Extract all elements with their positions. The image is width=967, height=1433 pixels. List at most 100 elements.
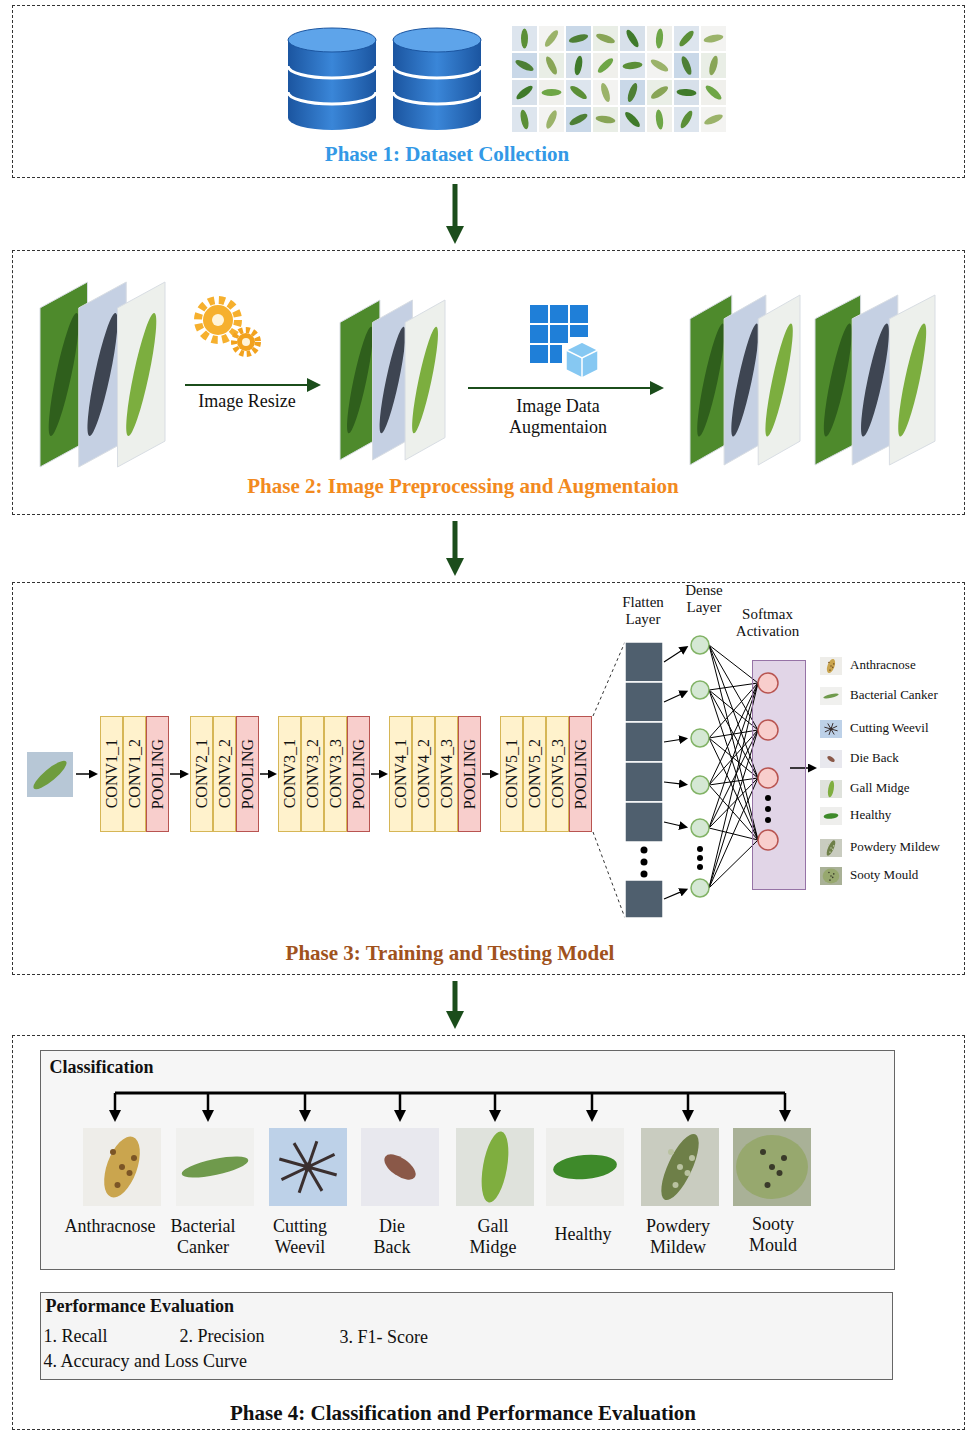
database-icon xyxy=(393,92,481,104)
leaf-photo xyxy=(820,687,842,705)
gear-icon xyxy=(242,338,250,346)
ellipsis-dot xyxy=(641,847,648,854)
conv-layer: CONV4_2 xyxy=(412,716,435,832)
panel-ground xyxy=(40,1050,895,1270)
dataset-thumbnail xyxy=(647,80,672,105)
leaf-photo xyxy=(176,1128,254,1206)
leaf-photo xyxy=(456,1128,534,1206)
database-icon xyxy=(393,40,481,130)
layer-arrow xyxy=(170,773,180,775)
disease-spot xyxy=(673,1182,679,1188)
dataset-thumbnail xyxy=(647,26,672,51)
augmentation-icon xyxy=(550,345,562,363)
class-caption: Anthracnose xyxy=(50,1216,170,1237)
disease-spot xyxy=(769,1164,775,1170)
dense-link xyxy=(709,683,758,690)
output-arrow xyxy=(790,767,809,769)
leaf-shape xyxy=(624,28,641,49)
dense-neuron xyxy=(691,681,709,699)
layer-name: CONV4_2 xyxy=(415,739,433,808)
augmentation-icon xyxy=(566,350,598,358)
disease-spot xyxy=(828,844,830,846)
layer-name: CONV5_2 xyxy=(526,739,544,808)
leaf-shape xyxy=(541,89,561,96)
leaf-photo xyxy=(820,807,842,825)
augmentation-icon xyxy=(530,325,548,343)
leaf-shape xyxy=(825,658,837,674)
augmentation-icon xyxy=(550,325,568,343)
disease-spot xyxy=(829,851,831,853)
ellipsis-dot xyxy=(697,864,703,870)
leaf-shape xyxy=(407,325,442,434)
dense-link xyxy=(709,645,758,730)
ellipsis-dot xyxy=(641,859,648,866)
dense-neuron xyxy=(691,636,709,654)
dataset-thumbnail xyxy=(701,80,726,105)
dense-link xyxy=(709,730,758,888)
disease-spot xyxy=(830,847,832,849)
class-name: Gall Midge xyxy=(850,781,910,796)
ellipsis-dot xyxy=(765,817,771,823)
layer-arrow xyxy=(76,773,90,775)
pooling-layer: POOLING xyxy=(236,716,259,832)
flatten-cell xyxy=(625,642,663,682)
leaf-shape xyxy=(626,82,639,103)
ellipsis-dot xyxy=(765,806,771,812)
augmentation-icon xyxy=(530,305,548,323)
disease-spot xyxy=(110,1149,116,1155)
disease-spot xyxy=(765,1182,771,1188)
leaf-photo xyxy=(361,1128,439,1206)
layer-arrow xyxy=(371,773,379,775)
disease-spot xyxy=(833,663,835,665)
step-label: Image Resize xyxy=(177,391,317,412)
leaf-shape xyxy=(477,1129,513,1204)
dataset-thumbnail xyxy=(674,80,699,105)
class-caption: Bacterial Canker xyxy=(163,1216,243,1257)
tree-arrow xyxy=(304,1093,307,1111)
gear-icon xyxy=(198,300,238,340)
database-icon xyxy=(288,40,376,130)
gear-icon xyxy=(237,333,255,351)
input-image xyxy=(27,752,73,797)
leaf-shape xyxy=(856,322,894,438)
leaf-shape xyxy=(680,55,694,76)
class-caption: Die Back xyxy=(370,1216,415,1257)
disease-spot xyxy=(828,872,830,874)
disease-spot xyxy=(119,1164,125,1170)
augmentation-icon xyxy=(530,345,548,363)
conv-layer: CONV2_2 xyxy=(213,716,236,832)
dataset-thumbnail xyxy=(701,53,726,78)
dense-link xyxy=(709,683,758,828)
layer-name: CONV2_2 xyxy=(216,739,234,808)
disease-spot xyxy=(833,845,835,847)
phase-title: Phase 3: Training and Testing Model xyxy=(286,941,615,965)
leaf-shape xyxy=(543,28,561,48)
class-caption: Sooty Mould xyxy=(743,1214,803,1255)
conv-layer: CONV3_3 xyxy=(324,716,347,832)
flatten-cell xyxy=(625,682,663,722)
leaf-shape xyxy=(826,755,835,763)
leaf-shape xyxy=(180,1152,250,1182)
metric-item: 4. Accuracy and Loss Curve xyxy=(44,1351,247,1372)
layer-name: Softmax Activation xyxy=(726,606,810,641)
database-icon xyxy=(288,28,376,52)
phase-panel: Phase 3: Training and Testing ModelCONV1… xyxy=(12,582,965,975)
tree-arrow xyxy=(114,1093,117,1111)
leaf-shape xyxy=(573,55,583,76)
phase-panel: Phase 2: Image Preprocessing and Augment… xyxy=(12,250,965,515)
leaf-shape xyxy=(595,114,616,124)
dense-arrow xyxy=(664,822,680,826)
ellipsis-dot xyxy=(697,855,703,861)
database-icon xyxy=(288,66,376,78)
dataset-thumbnail xyxy=(539,53,564,78)
layer-arrow xyxy=(260,773,268,775)
database-icon xyxy=(288,92,376,104)
augmented-image xyxy=(405,300,445,460)
gear-icon xyxy=(203,305,233,335)
dense-link xyxy=(709,778,758,888)
conv-layer: CONV5_3 xyxy=(546,716,569,832)
class-name: Die Back xyxy=(850,751,899,766)
metrics-panel: Performance Evaluation1. Recall2. Precis… xyxy=(40,1292,893,1380)
leaf-shape xyxy=(893,322,931,438)
dataset-thumbnail xyxy=(539,107,564,132)
